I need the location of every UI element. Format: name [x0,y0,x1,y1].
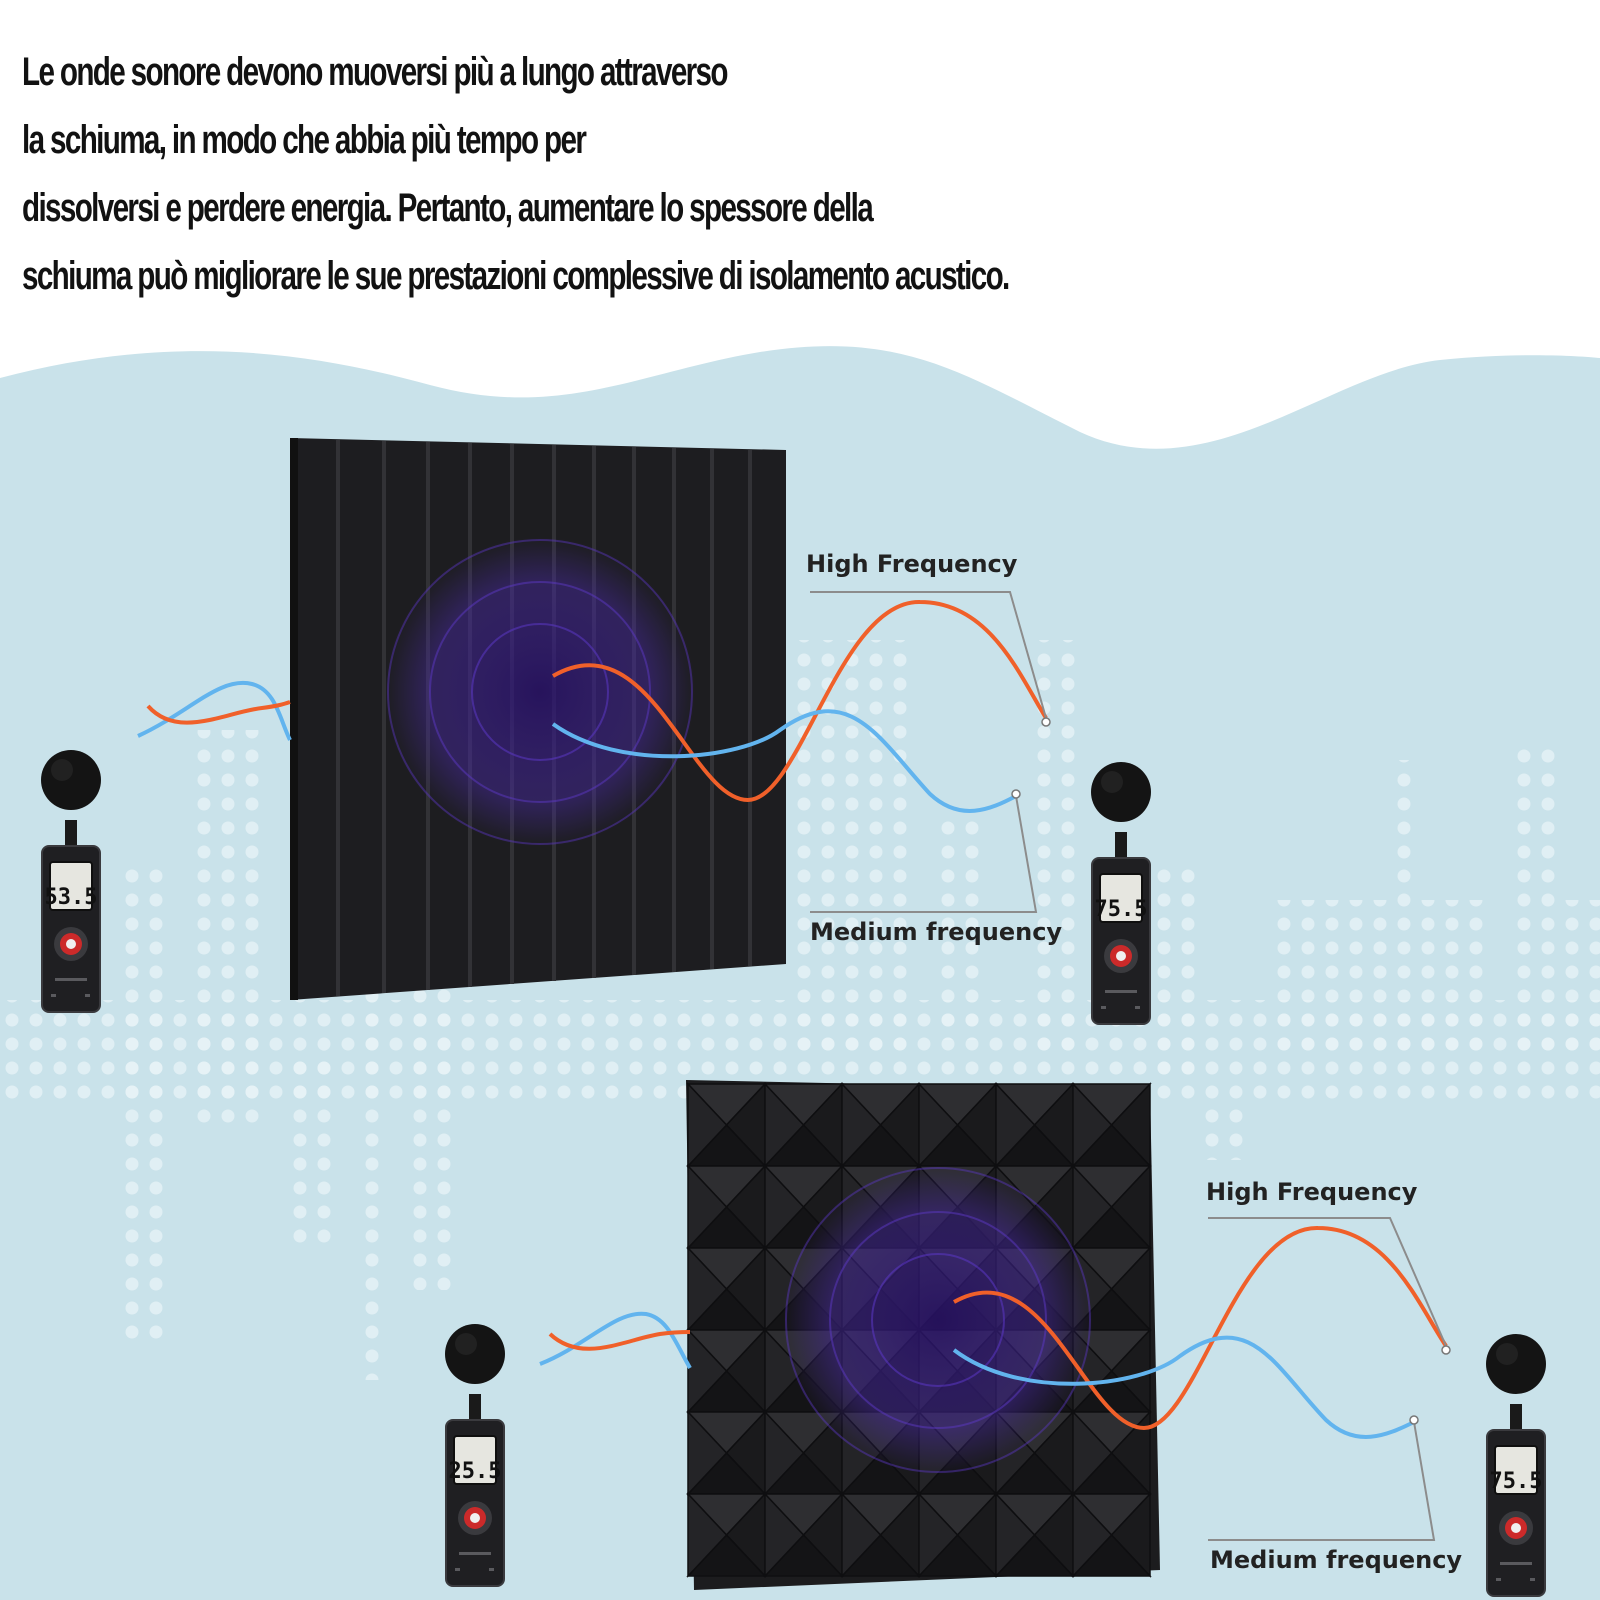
meter-reading-input-top: 53.5 [45,885,98,910]
sound-level-meter-output-bottom: 75.5 [1485,1333,1547,1597]
leader-line-medium-bottom [1208,1421,1436,1541]
incoming-wave-high-top [146,700,291,725]
sound-absorption-rings-bottom [783,1165,1093,1475]
sound-absorption-rings-top [385,537,695,847]
headline-line-1: Le onde sonore devono muoversi più a lun… [22,50,728,94]
meter-reading-input-bottom: 25.5 [449,1459,502,1484]
equalizer-dots-decoration [0,640,1600,1380]
leader-line-high-bottom [1208,1217,1447,1347]
high-frequency-wave-top [552,599,1048,803]
label-medium-frequency-top: Medium frequency [810,918,1063,946]
headline-line-3: dissolversi e perdere energia. Pertanto,… [22,186,874,230]
meter-reading-output-bottom: 75.5 [1490,1469,1543,1494]
headline-line-2: la schiuma, in modo che abbia più tempo … [22,118,587,162]
medium-frequency-wave-top [551,709,1017,813]
meter-reading-output-top: 75.5 [1095,897,1148,922]
incoming-wave-medium-top [137,680,292,741]
medium-frequency-wave-bottom [952,1335,1415,1439]
label-high-frequency-top: High Frequency [806,550,1018,578]
label-medium-frequency-bottom: Medium frequency [1210,1546,1463,1574]
incoming-wave-high-bottom [548,1330,691,1351]
headline-line-4: schiuma può migliorare le sue prestazion… [22,254,1010,298]
sound-level-meter-input-bottom: 25.5 [444,1323,506,1587]
label-high-frequency-bottom: High Frequency [1206,1178,1418,1206]
headline-text: Le onde sonore devono muoversi più a lun… [22,38,1010,310]
high-frequency-wave-bottom [953,1225,1448,1431]
leader-line-high-top [810,591,1047,719]
sound-level-meter-output-top: 75.5 [1090,761,1152,1025]
leader-line-medium-top [810,795,1038,913]
sound-level-meter-input-top: 53.5 [40,749,102,1013]
